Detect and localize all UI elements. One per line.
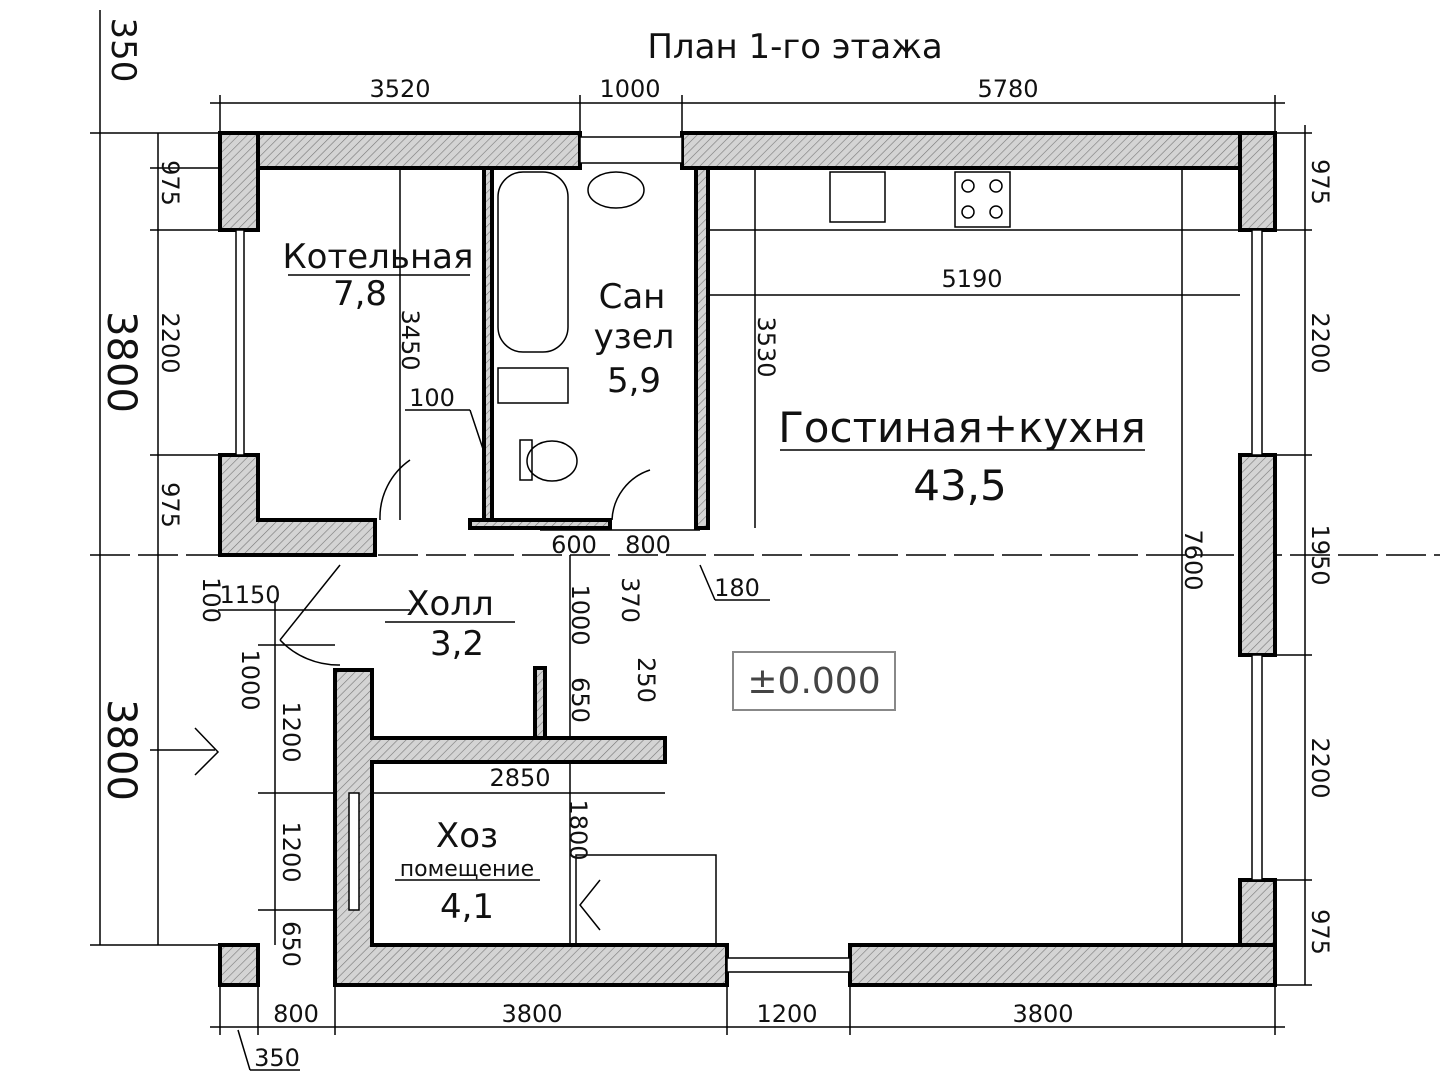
dimension-label: 3530 xyxy=(752,316,780,377)
dimension-label: 1950 xyxy=(1306,524,1334,585)
plan-title: План 1-го этажа xyxy=(647,27,942,67)
dimension-label: 2850 xyxy=(489,764,550,792)
room-living-kitchen: Гостиная+кухня 43,5 xyxy=(778,403,1146,510)
room-name: Гостиная+кухня xyxy=(778,403,1146,452)
dimension-label: 1200 xyxy=(277,701,305,762)
sink-icon xyxy=(587,171,645,209)
dimension-label: 1000 xyxy=(236,649,264,710)
dimension-label: 3800 xyxy=(98,311,144,413)
dimension-labels: 3520 1000 5780 975 2200 1950 2200 975 35… xyxy=(98,18,1334,1072)
room-hall: Холл 3,2 xyxy=(385,584,515,664)
dimension-label: 370 xyxy=(616,577,644,623)
dimension-label: 350 xyxy=(254,1044,300,1072)
dimension-label: 350 xyxy=(103,18,143,83)
dimension-label: 100 xyxy=(197,577,225,623)
shower-icon xyxy=(497,367,569,404)
dimension-label: 100 xyxy=(409,384,455,412)
bathtub-icon xyxy=(497,171,569,353)
level-mark: ±0.000 xyxy=(732,651,896,711)
dimension-label: 2200 xyxy=(1306,312,1334,373)
stove-icon xyxy=(954,171,1011,228)
dimension-label: 1200 xyxy=(277,821,305,882)
dimension-label: 650 xyxy=(277,921,305,967)
dimension-label: 975 xyxy=(1306,159,1334,205)
dimension-label: 3800 xyxy=(1012,1000,1073,1028)
dimension-label: 975 xyxy=(156,482,184,528)
dimension-label: 1000 xyxy=(599,75,660,103)
room-name: Холл xyxy=(406,584,494,624)
dimension-label: 800 xyxy=(625,531,671,559)
dimension-label: 250 xyxy=(632,657,660,703)
dimension-label: 975 xyxy=(156,160,184,206)
room-name: узел xyxy=(594,317,675,357)
dimension-label: ±0.000 xyxy=(747,661,880,702)
dimension-label: 650 xyxy=(566,677,594,723)
dimension-lines xyxy=(90,10,1440,1071)
room-name: Сан xyxy=(599,277,666,317)
room-area: 3,2 xyxy=(430,624,484,664)
dimension-label: 1150 xyxy=(219,581,280,609)
stairs-icon xyxy=(575,854,717,946)
dimension-label: 180 xyxy=(714,574,760,602)
room-name: помещение xyxy=(400,857,534,882)
dimension-label: 1000 xyxy=(566,584,594,645)
windows xyxy=(235,136,1263,973)
dimension-label: 3520 xyxy=(369,75,430,103)
room-bathroom: Сан узел 5,9 xyxy=(594,277,675,401)
dimension-label: 3450 xyxy=(396,309,424,370)
dimension-label: 1200 xyxy=(756,1000,817,1028)
dimension-label: 800 xyxy=(273,1000,319,1028)
dimension-label: 5190 xyxy=(941,265,1002,293)
room-area: 43,5 xyxy=(913,461,1007,510)
room-boiler: Котельная 7,8 xyxy=(283,237,474,314)
dimension-label: 600 xyxy=(551,531,597,559)
room-area: 5,9 xyxy=(607,361,661,401)
dimension-label: 3800 xyxy=(98,699,144,801)
room-area: 7,8 xyxy=(333,274,387,314)
fixtures xyxy=(279,171,1240,946)
dimension-label: 1800 xyxy=(564,799,592,860)
kitchen-sink-icon xyxy=(829,171,886,223)
dimension-label: 5780 xyxy=(977,75,1038,103)
room-name: Котельная xyxy=(283,237,474,277)
toilet-icon xyxy=(526,440,578,482)
dimension-label: 3800 xyxy=(501,1000,562,1028)
dimension-label: 7600 xyxy=(1179,529,1207,590)
dimension-label: 2200 xyxy=(1306,737,1334,798)
dimension-label: 2200 xyxy=(156,312,184,373)
room-utility: Хоз помещение 4,1 xyxy=(395,816,540,927)
room-name: Хоз xyxy=(436,816,498,856)
room-area: 4,1 xyxy=(440,887,494,927)
dimension-label: 975 xyxy=(1306,909,1334,955)
